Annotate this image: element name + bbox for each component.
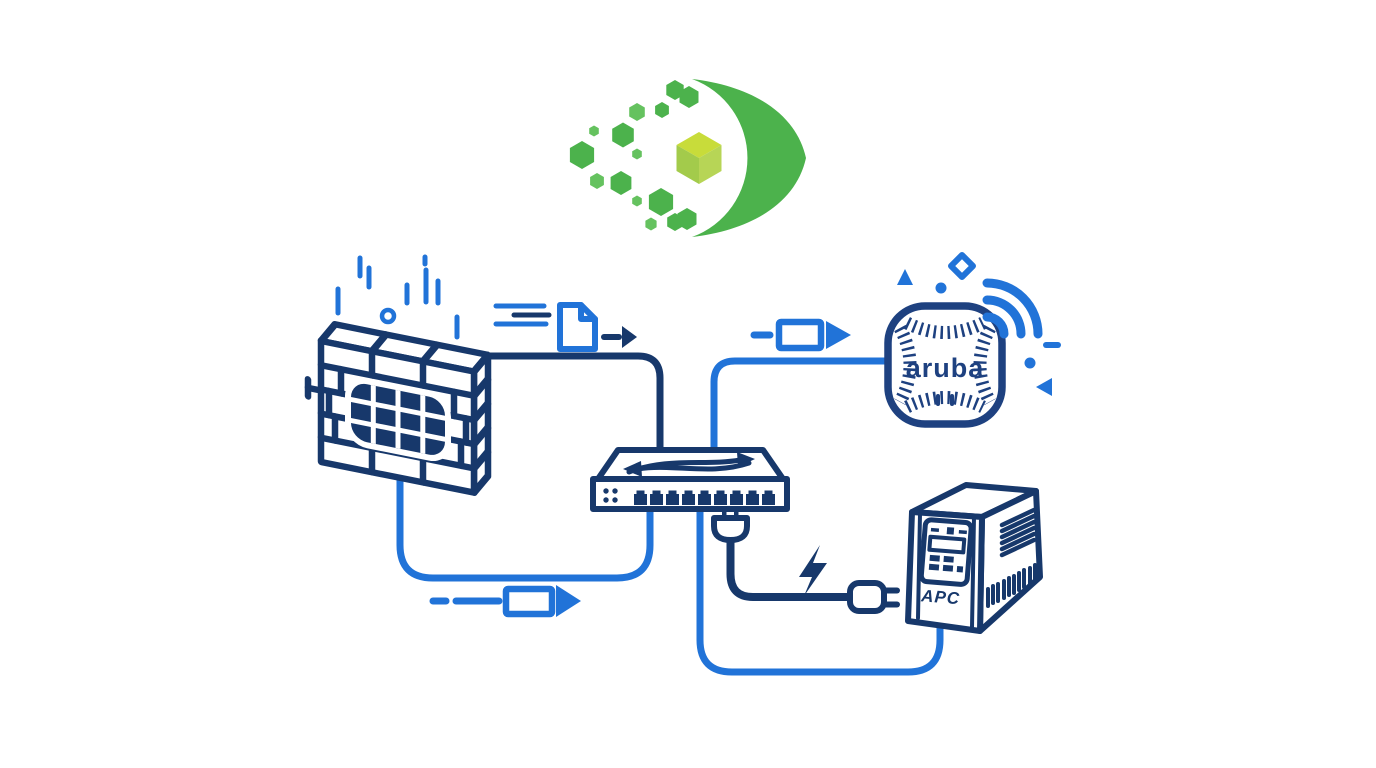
- ups-front-edges: [916, 512, 976, 629]
- speed-lines: [493, 303, 552, 327]
- lightning-bolt-icon: [799, 545, 827, 596]
- firewall-grid-logo: [345, 377, 451, 462]
- wifi-signal-icon: [982, 278, 1043, 339]
- packet-arrow-top: [750, 318, 851, 352]
- dot-icon: [935, 282, 947, 294]
- firewall-sparks: [335, 254, 460, 340]
- logo-hexagons: [569, 80, 699, 231]
- triangle-up-icon: [897, 269, 913, 285]
- ups-side-vents: [999, 507, 1037, 558]
- document-transfer-icon: [493, 302, 637, 352]
- switch-to-ap-link: [710, 357, 896, 456]
- ap-vent-ticks: [894, 317, 996, 413]
- ap-decorations: [897, 252, 1061, 396]
- ap-label: aruba: [906, 353, 985, 383]
- transfer-arrow-icon: [601, 326, 637, 348]
- document-icon: [557, 302, 598, 352]
- power-cable: [726, 536, 900, 614]
- firewall-to-switch-data-link: [477, 352, 664, 456]
- dot-icon: [1024, 357, 1036, 369]
- ap-feet-ticks: [936, 394, 954, 406]
- switch-led-dots: [603, 488, 618, 503]
- triangle-left-icon: [1036, 378, 1052, 396]
- ap-body: [884, 302, 1006, 428]
- ups-side-slats: [986, 563, 1037, 608]
- switch-ports: [634, 490, 775, 505]
- logo-eye-swoosh: [692, 79, 806, 237]
- ups-display-panel: APC: [918, 517, 974, 608]
- connection-lines: [396, 352, 944, 676]
- ups-icon: APC: [905, 482, 1043, 634]
- packet-arrow-bottom: [429, 585, 581, 618]
- ups-lcd-screen: [927, 534, 967, 555]
- network-switch-icon: [590, 447, 790, 543]
- switch-to-ups-bottom-link: [696, 502, 944, 676]
- firewall-icon: [304, 320, 492, 496]
- logo-cube-icon: [676, 132, 722, 184]
- power-cable-line: [726, 536, 855, 601]
- access-point-icon: aruba: [884, 302, 1006, 428]
- firewall-to-switch-bottom-link: [396, 474, 654, 582]
- spark-circle: [379, 307, 397, 325]
- switch-plug-housing: [711, 515, 750, 543]
- power-plug-icon: [847, 580, 900, 614]
- ups-label: APC: [920, 586, 961, 608]
- diamond-icon: [948, 252, 976, 280]
- monitoring-eye-logo: [569, 79, 806, 237]
- switch-crossover-arrows: [623, 452, 755, 477]
